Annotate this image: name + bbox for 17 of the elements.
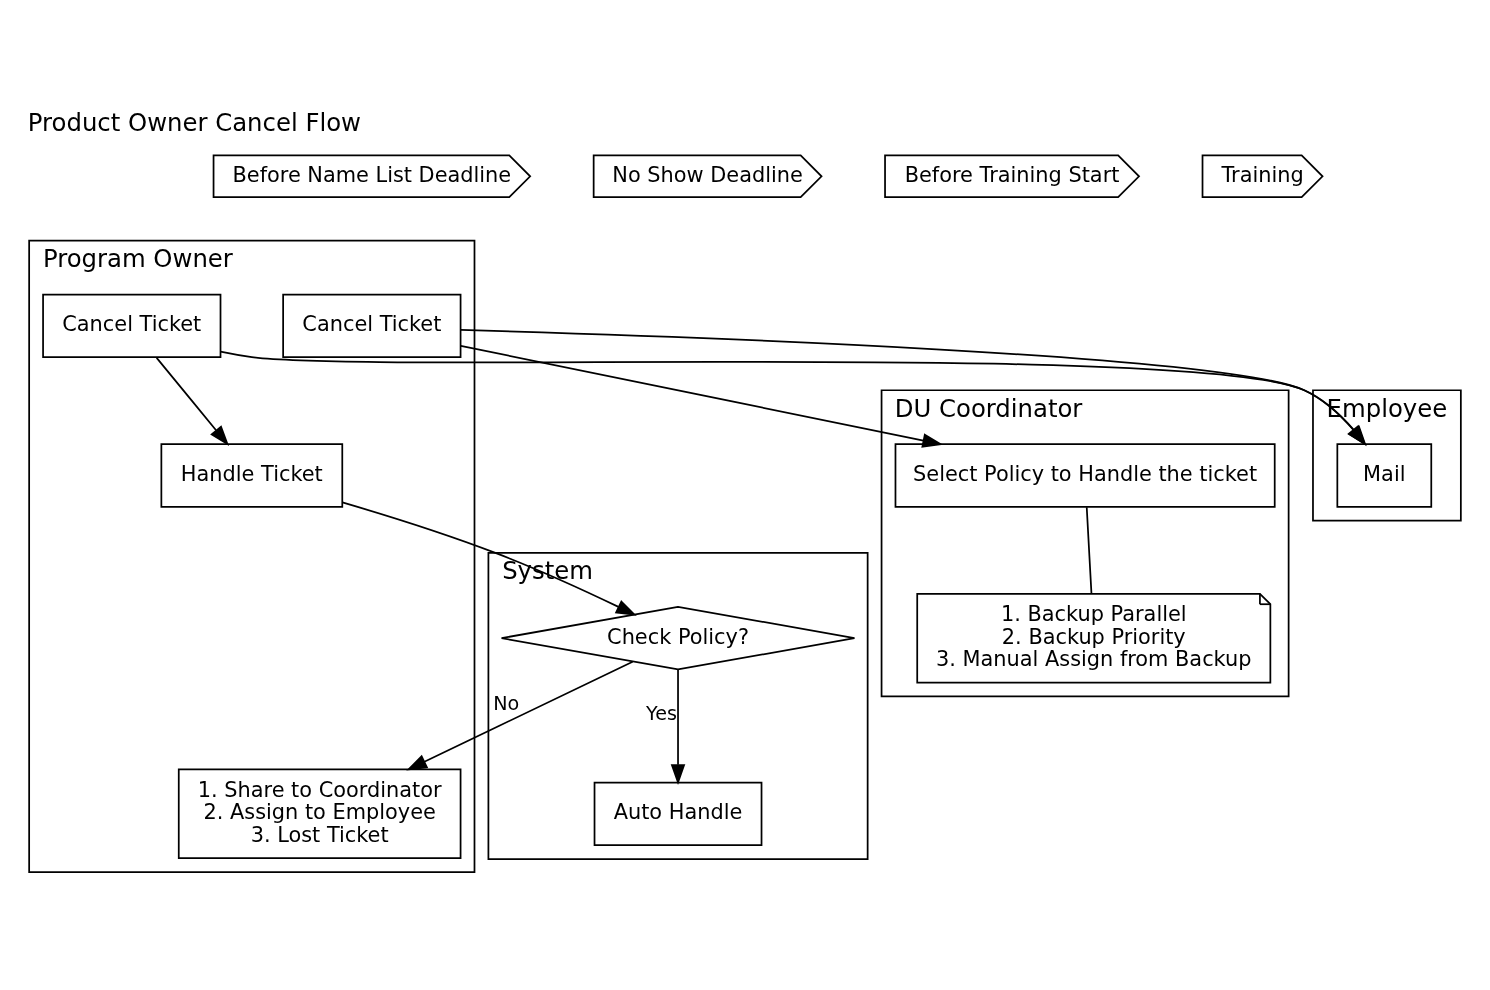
node-box: Select Policy to Handle the ticket <box>894 442 1276 508</box>
edge-label: No <box>493 691 520 715</box>
node-box: Mail <box>1336 442 1433 508</box>
diagram-title: Product Owner Cancel Flow <box>27 107 361 137</box>
connector <box>1085 505 1093 594</box>
node-box: Cancel Ticket <box>282 293 462 358</box>
arrow <box>406 660 634 771</box>
arrow <box>155 356 230 446</box>
node-box: Cancel Ticket <box>42 293 222 358</box>
arrow <box>459 344 944 448</box>
node-box: Auto Handle <box>593 781 763 846</box>
node-box: 1. Share to Coordinator 2. Assign to Employee 3. Lost Ticket <box>177 768 462 859</box>
edge-label: Yes <box>646 701 677 725</box>
node-box: Handle Ticket <box>160 442 344 508</box>
arrow <box>341 501 637 616</box>
arrow <box>670 668 686 785</box>
node-diamond: Check Policy? <box>500 605 856 670</box>
